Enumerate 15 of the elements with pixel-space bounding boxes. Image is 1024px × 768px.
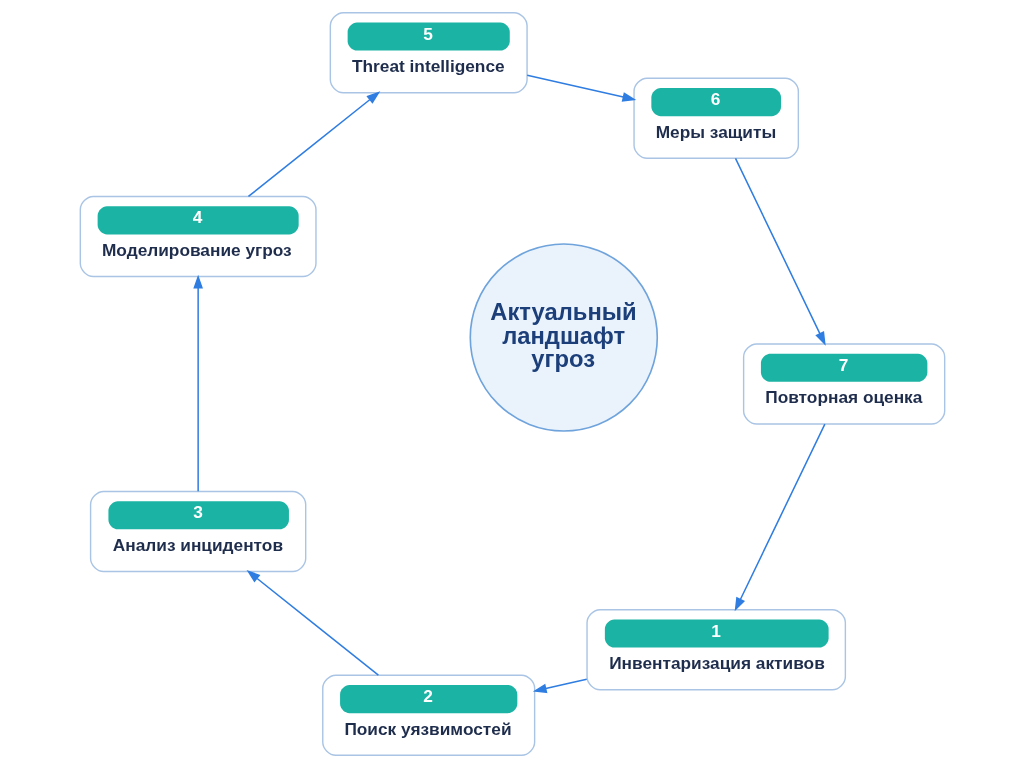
node-box: 5 Threat intelligence <box>329 12 528 94</box>
node-box: 7 Повторная оценка <box>742 343 945 425</box>
node-box: 4 Моделирование угроз <box>79 195 317 278</box>
arrow <box>247 91 380 198</box>
arrow <box>246 570 379 676</box>
node-box: 2 Поиск уязвимостей <box>321 674 535 756</box>
node-box: 1 Инвентаризация активов <box>585 609 846 691</box>
node-box: 3 Анализ инцидентов <box>89 490 306 573</box>
node-box: 6 Меры защиты <box>632 77 799 159</box>
arrow <box>734 157 826 346</box>
arrow <box>532 678 587 694</box>
arrow <box>734 423 826 612</box>
node-circle: Актуальный ландшафт угроз <box>468 243 658 432</box>
arrow <box>192 274 203 493</box>
arrow <box>526 74 636 102</box>
